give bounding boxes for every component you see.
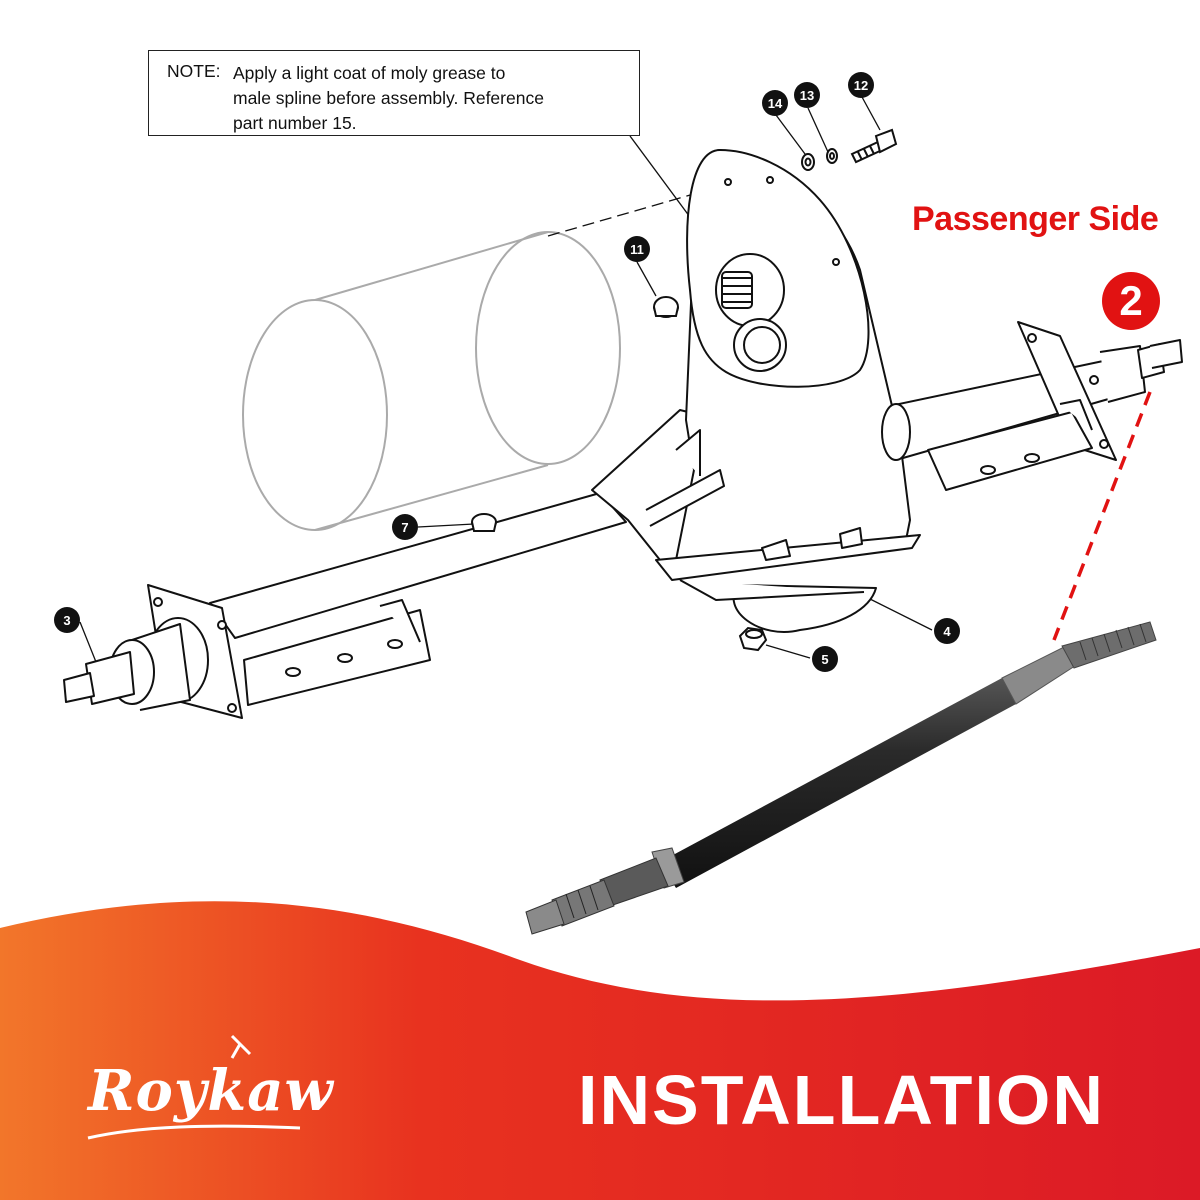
axle-shaft-image [525, 621, 1157, 935]
washer-14 [801, 153, 815, 171]
callout-13: 13 [794, 82, 820, 108]
callout-7: 7 [392, 514, 418, 540]
bolt-12 [850, 128, 898, 164]
installation-title: INSTALLATION [578, 1061, 1105, 1139]
plug-7 [471, 513, 497, 532]
leader-11 [636, 261, 657, 297]
callout-4: 4 [934, 618, 960, 644]
differential-housing [591, 149, 921, 633]
motor-outline [242, 231, 621, 531]
callout-3: 3 [54, 607, 80, 633]
note-label: NOTE: [167, 61, 221, 81]
leader-3 [79, 621, 97, 663]
bearing-11 [653, 296, 679, 318]
leader-13 [807, 107, 829, 153]
passenger-side-label: Passenger Side [912, 200, 1159, 238]
gear-cover [715, 176, 840, 372]
dash-line-motor [547, 171, 771, 237]
callout-12: 12 [848, 72, 874, 98]
leader-5 [765, 644, 811, 659]
leader-4 [867, 597, 933, 631]
leader-12 [861, 96, 881, 131]
callout-5: 5 [812, 646, 838, 672]
brand-name: Roykaw [88, 1058, 334, 1124]
leader-7 [417, 523, 475, 528]
callout-11: 11 [624, 236, 650, 262]
note-text: Apply a light coat of moly grease to mal… [233, 63, 544, 133]
footer-band [0, 901, 1200, 1200]
drain-plug-5 [738, 626, 768, 652]
left-axle-tube [63, 492, 627, 719]
brand-logo-mark [87, 1034, 301, 1140]
callout-14: 14 [762, 90, 788, 116]
right-axle-tube [879, 321, 1183, 491]
callout-2-highlight: 2 [1102, 272, 1160, 330]
assembly-note: NOTE: Apply a light coat of moly grease … [148, 50, 640, 136]
leader-14 [775, 114, 809, 159]
lock-washer-13 [826, 148, 838, 164]
